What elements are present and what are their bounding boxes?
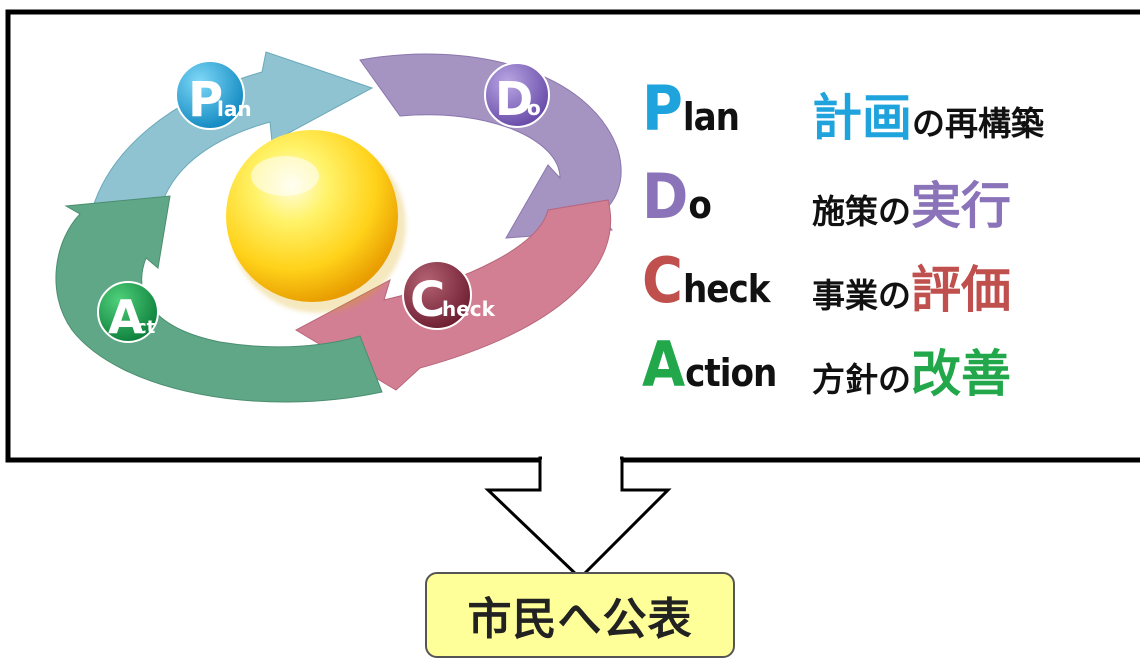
do-badge-rest: o	[527, 96, 541, 120]
legend-do-initial: D	[642, 160, 689, 233]
legend-action-highlight: 改善	[911, 345, 1011, 403]
legend-plan-highlight: 計画	[812, 89, 912, 147]
do-badge: D o	[484, 62, 550, 128]
plan-badge: P lan	[175, 60, 252, 130]
act-badge: A ct	[97, 281, 159, 344]
legend-do-jp: 施策の実行	[812, 166, 1011, 238]
legend-check-initial: C	[642, 244, 683, 317]
legend-plan-word: Plan	[642, 78, 740, 140]
legend-check-highlight: 評価	[911, 261, 1011, 319]
plan-arrow	[91, 51, 374, 211]
legend-action-rest: ction	[685, 351, 777, 395]
check-badge-initial: C	[410, 272, 445, 328]
legend-plan-initial: P	[642, 72, 683, 145]
check-badge-rest: heck	[442, 297, 496, 321]
down-arrow	[484, 456, 672, 581]
act-arrow	[55, 195, 383, 403]
act-badge-rest: ct	[136, 317, 156, 338]
legend-check-word: Check	[642, 250, 771, 312]
plan-badge-initial: P	[188, 72, 223, 128]
plan-badge-rest: lan	[217, 97, 252, 121]
legend-do-highlight: 実行	[911, 177, 1011, 235]
legend-action-prefix: 方針の	[812, 360, 911, 399]
legend-action-initial: A	[642, 328, 686, 401]
sphere-highlight	[251, 156, 319, 196]
do-arrow	[359, 53, 622, 239]
legend-check-rest: heck	[682, 267, 771, 311]
arrow-gap	[542, 455, 620, 463]
act-badge-initial: A	[108, 290, 144, 344]
do-badge-initial: D	[495, 72, 533, 126]
publish-box: 市民へ公表	[425, 572, 735, 658]
legend-plan-suffix: の再構築	[912, 104, 1044, 143]
publish-label: 市民へ公表	[467, 594, 693, 645]
yellow-sphere	[226, 130, 398, 302]
legend-do-prefix: 施策の	[812, 192, 911, 231]
legend-check-prefix: 事業の	[812, 276, 911, 315]
legend-action-word: Action	[642, 334, 777, 396]
legend-action-jp: 方針の改善	[812, 334, 1011, 406]
legend-do-rest: o	[688, 183, 711, 227]
legend-plan-jp: 計画の再構築	[812, 78, 1044, 150]
legend-do-word: Do	[642, 166, 712, 228]
legend-check-jp: 事業の評価	[812, 250, 1011, 322]
check-badge: C heck	[402, 260, 496, 330]
legend-plan-rest: lan	[682, 95, 740, 139]
